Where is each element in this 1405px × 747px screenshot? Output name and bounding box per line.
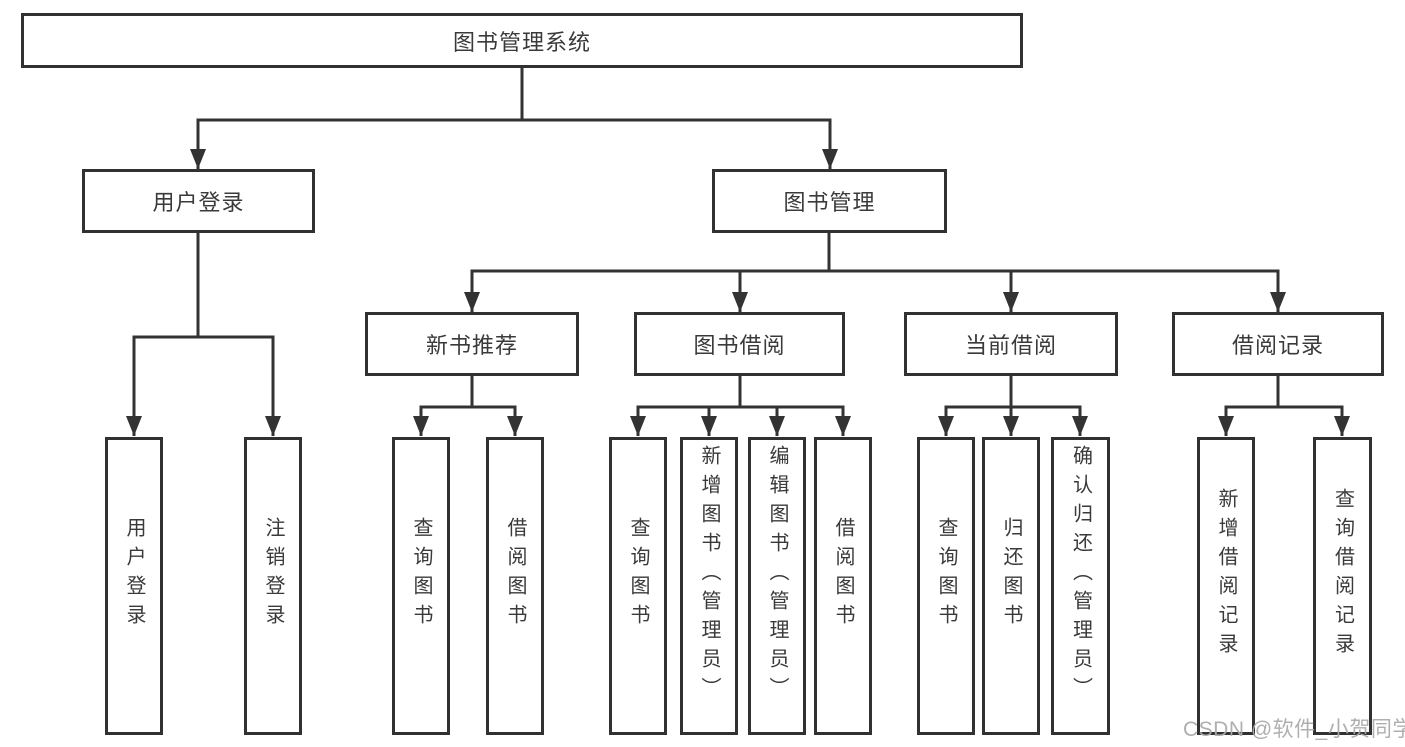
connector-new-book-group [419,376,517,436]
leaf-label: 用户登录 [123,517,145,633]
node-current-borrowing: 当前借阅 [904,312,1118,376]
node-label: 当前借阅 [964,333,1057,358]
connector-borrowing-records-group [1224,376,1344,436]
arrow-down-icon [265,416,281,436]
arrow-down-icon [1072,416,1088,436]
connector-root-to-level2 [196,68,832,169]
leaf-label: 注销登录 [262,517,284,633]
connector-book-management-group [470,233,1280,312]
watermark: CSDN @软件_小贺同学 [1183,718,1405,741]
leaf-label: 查询借阅记录 [1331,488,1354,662]
node-label: 新书推荐 [425,333,518,358]
node-label: 图书管理 [783,190,876,215]
node-book-management: 图书管理 [712,169,947,233]
arrow-down-icon [413,416,429,436]
node-label: 图书管理系统 [452,29,591,55]
leaf-query-books-current: 查询图书 [917,437,975,735]
leaf-label: 新增借阅记录 [1215,488,1237,662]
leaf-edit-books-admin: 编辑图书（管理员） [748,437,806,735]
leaf-label: 确认归还（管理员） [1069,444,1092,706]
arrow-down-icon [1218,416,1234,436]
leaf-query-books-borrow: 查询图书 [609,437,667,735]
leaf-logout: 注销登录 [244,437,302,735]
leaf-label: 借阅图书 [832,517,854,633]
arrow-down-icon [464,292,480,312]
leaf-return-books: 归还图书 [982,437,1040,735]
leaf-query-books-recommend: 查询图书 [392,437,450,735]
arrow-down-icon [822,149,838,169]
arrow-down-icon [835,416,851,436]
connector-book-borrowing-group [636,376,845,436]
node-borrowing-records: 借阅记录 [1172,312,1384,376]
connector-user-login-group [132,233,275,436]
arrow-down-icon [507,416,523,436]
leaf-query-borrow-record: 查询借阅记录 [1313,437,1372,735]
node-label: 借阅记录 [1231,333,1324,358]
leaf-label: 新增图书（管理员） [698,444,720,706]
arrow-down-icon [190,149,206,169]
leaf-label: 查询图书 [627,517,649,633]
leaf-label: 查询图书 [410,517,432,633]
leaf-borrow-books: 借阅图书 [814,437,872,735]
leaf-label: 编辑图书（管理员） [766,444,788,706]
arrow-down-icon [126,416,142,436]
arrow-down-icon [938,416,954,436]
node-user-login: 用户登录 [82,169,315,233]
arrow-down-icon [1003,416,1019,436]
node-book-borrowing: 图书借阅 [634,312,845,376]
arrow-down-icon [1334,416,1350,436]
arrow-down-icon [1270,292,1286,312]
leaf-user-login: 用户登录 [105,437,163,735]
arrow-down-icon [769,416,785,436]
leaf-add-borrow-record: 新增借阅记录 [1197,437,1255,735]
leaf-add-books-admin: 新增图书（管理员） [680,437,738,735]
leaf-confirm-return-admin: 确认归还（管理员） [1051,437,1110,735]
node-new-book-recommendation: 新书推荐 [365,312,579,376]
arrow-down-icon [1003,292,1019,312]
leaf-label: 借阅图书 [504,517,526,633]
arrowheads [126,149,1350,436]
node-library-system: 图书管理系统 [21,13,1023,68]
leaf-label: 查询图书 [935,517,957,633]
node-label: 图书借阅 [693,333,786,358]
arrow-down-icon [701,416,717,436]
arrow-down-icon [630,416,646,436]
leaf-label: 归还图书 [1000,517,1022,633]
arrow-down-icon [732,292,748,312]
node-label: 用户登录 [152,190,245,215]
leaf-borrow-books-recommend: 借阅图书 [486,437,544,735]
connector-lines [132,68,1344,436]
